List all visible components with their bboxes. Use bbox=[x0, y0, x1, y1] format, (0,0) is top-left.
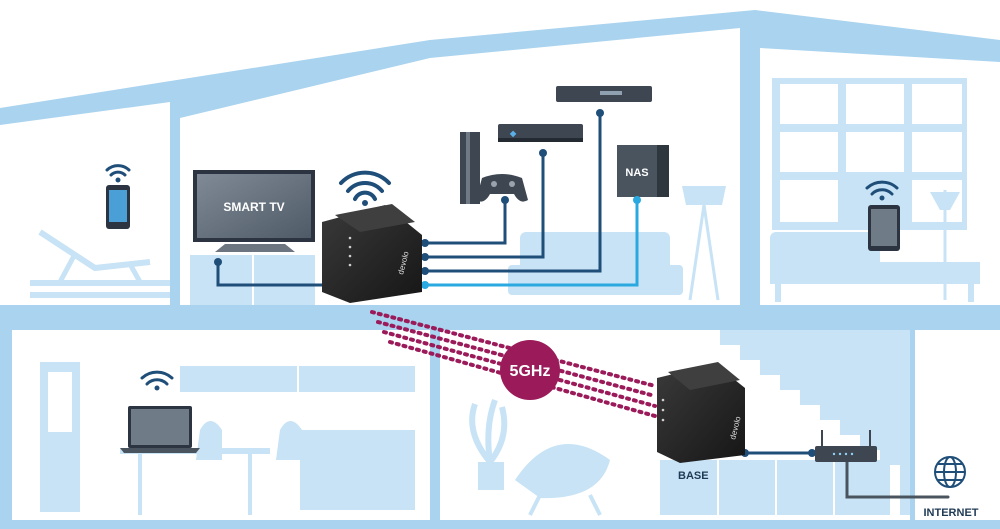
cable-to-console bbox=[423, 200, 507, 245]
hall-furniture bbox=[469, 330, 910, 516]
cable-to-nas bbox=[423, 198, 639, 287]
internet-label: INTERNET bbox=[924, 507, 979, 519]
svg-text:◆: ◆ bbox=[509, 129, 517, 138]
game-controller-icon bbox=[476, 174, 528, 202]
cable-to-bluray bbox=[423, 151, 545, 259]
smartphone bbox=[106, 185, 130, 229]
router bbox=[815, 430, 877, 462]
wifi-icon bbox=[140, 370, 174, 386]
nas-label: NAS bbox=[625, 167, 648, 179]
bedroom-furniture bbox=[770, 78, 980, 302]
wifi-icon bbox=[105, 164, 131, 177]
base-label: BASE bbox=[678, 470, 709, 482]
cable-router-to-internet bbox=[845, 460, 950, 499]
bluray-player: ◆ bbox=[498, 124, 583, 142]
wifi-icon bbox=[865, 180, 899, 196]
smart-tv-label: SMART TV bbox=[223, 200, 284, 214]
band-label: 5GHz bbox=[510, 363, 551, 380]
cable-to-tv bbox=[216, 260, 327, 287]
cable-to-receiver bbox=[423, 111, 602, 273]
room-upper-left bbox=[0, 102, 170, 305]
nas-device: NAS bbox=[617, 145, 669, 197]
wifi-icon bbox=[339, 170, 391, 201]
room-lower-far-right bbox=[915, 330, 1000, 520]
smart-tv: SMART TV bbox=[193, 170, 315, 252]
tablet bbox=[868, 205, 900, 251]
globe-icon bbox=[934, 456, 966, 488]
lan-cables bbox=[216, 111, 950, 499]
game-console bbox=[460, 132, 528, 204]
mesh-device-base: devolo bbox=[657, 362, 745, 463]
laptop bbox=[120, 406, 200, 453]
balcony-furniture bbox=[30, 229, 170, 298]
band-badge: 5GHz bbox=[500, 340, 560, 400]
receiver bbox=[556, 86, 652, 102]
mesh-device-upper: devolo bbox=[322, 204, 422, 303]
